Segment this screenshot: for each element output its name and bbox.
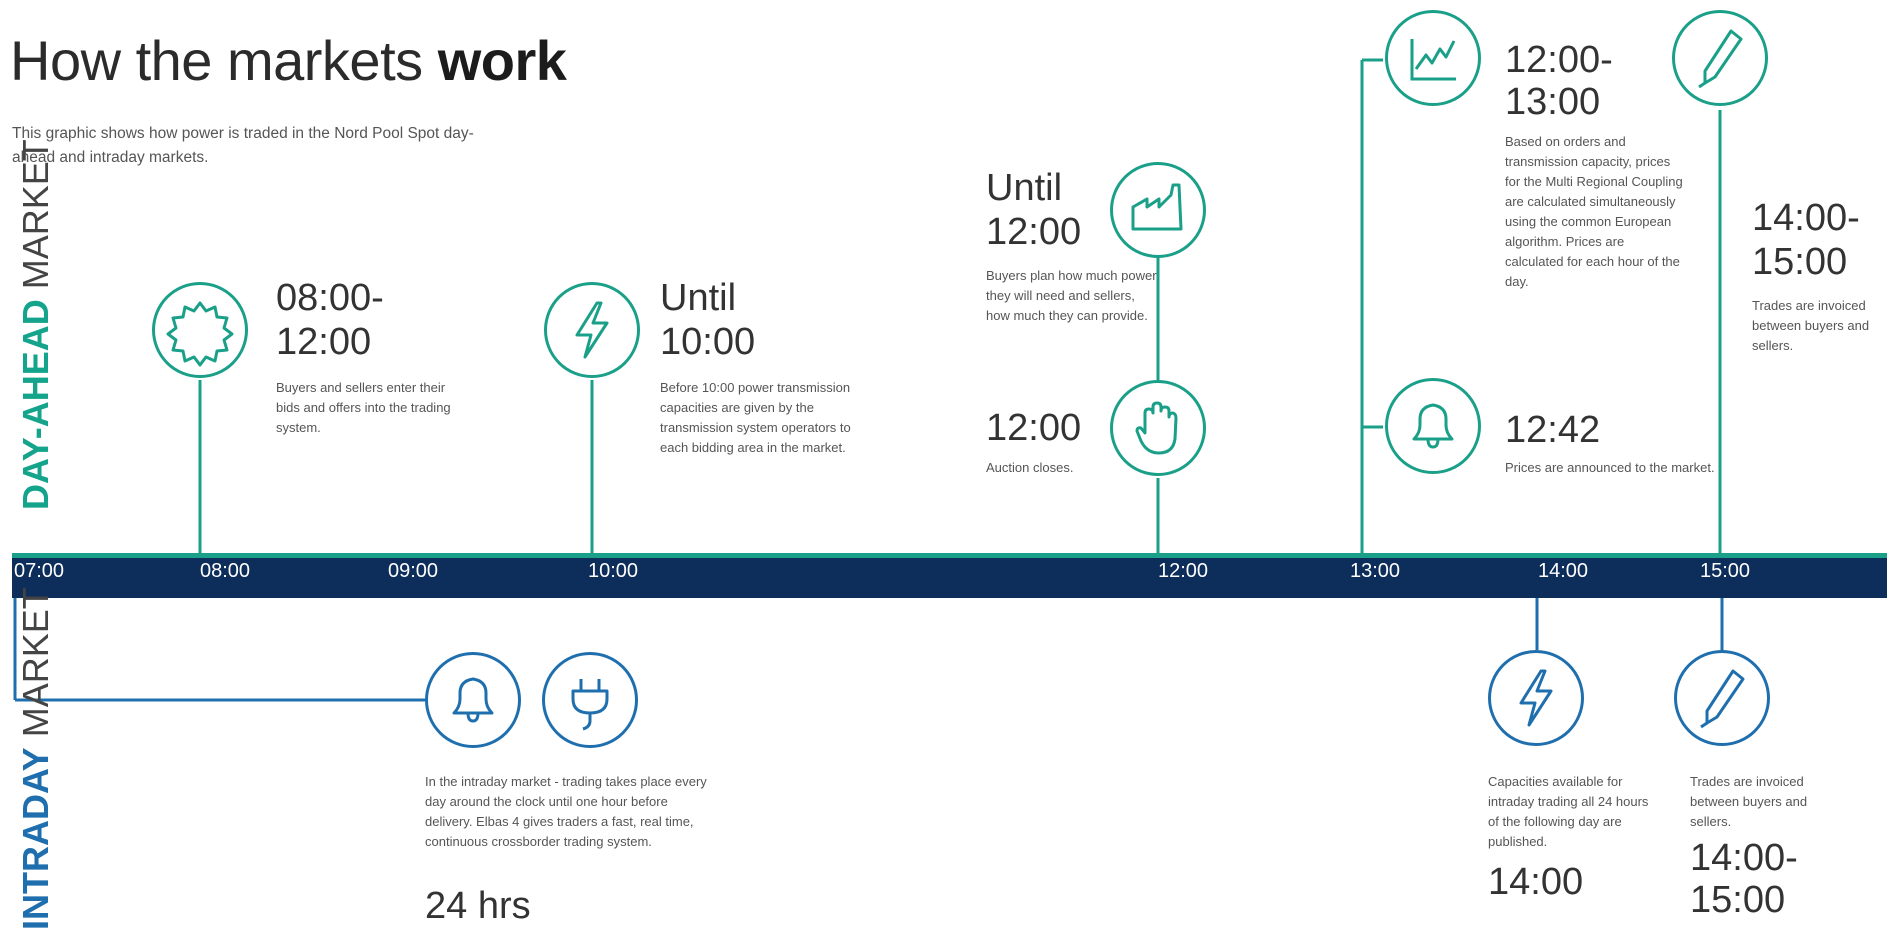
intro-text: This graphic shows how power is traded i… — [12, 125, 474, 166]
plug-icon — [542, 652, 638, 748]
plan-time-end: 12:00 — [986, 211, 1082, 253]
calc-time-start: 12:00- — [1505, 39, 1613, 81]
hand-icon — [1110, 380, 1206, 476]
bids-time-end: 12:00 — [276, 321, 372, 363]
intraday-trading-description: In the intraday market - trading takes p… — [425, 774, 707, 849]
announce-time: 12:42 — [1505, 409, 1601, 451]
intraday-capacity-description: Capacities available for intraday tradin… — [1488, 774, 1649, 849]
time-tick-1500: 15:00 — [1700, 560, 1751, 582]
close-description: Auction closes. — [986, 460, 1074, 475]
time-tick-0700: 07:00 — [14, 560, 65, 582]
capacity-time-start: Until — [660, 277, 737, 319]
invoice-time-end: 15:00 — [1752, 241, 1848, 283]
time-tick-0800: 08:00 — [200, 560, 251, 582]
capacity-time-end: 10:00 — [660, 321, 756, 363]
bids-time-start: 08:00- — [276, 277, 384, 319]
bell-icon — [1385, 378, 1481, 474]
bell-icon — [425, 652, 521, 748]
lightning-icon — [1488, 650, 1584, 746]
intraday-trading-time: 24 hrs — [425, 885, 531, 927]
lightning-icon — [544, 282, 640, 378]
invoice-time-start: 14:00- — [1752, 197, 1860, 239]
intraday-invoice-time-end: 15:00 — [1690, 879, 1786, 921]
close-time: 12:00 — [986, 407, 1082, 449]
bids-description: Buyers and sellers enter their bids and … — [276, 380, 451, 435]
intraday-market-label: INTRADAY MARKET — [15, 587, 56, 930]
calc-time-end: 13:00 — [1505, 81, 1601, 123]
intraday-capacity-time: 14:00 — [1488, 861, 1584, 903]
time-tick-1300: 13:00 — [1350, 560, 1401, 582]
time-tick-1200: 12:00 — [1158, 560, 1209, 582]
invoice-description: Trades are invoiced between buyers and s… — [1752, 298, 1870, 353]
chart-line-icon — [1385, 10, 1481, 106]
time-tick-1400: 14:00 — [1538, 560, 1589, 582]
factory-icon — [1110, 162, 1206, 258]
page-title: How the markets work — [10, 29, 567, 92]
announce-description: Prices are announced to the market. — [1505, 460, 1715, 475]
capacity-description: Before 10:00 power transmission capaciti… — [660, 380, 851, 455]
calc-description: Based on orders and transmission capacit… — [1505, 134, 1683, 289]
time-tick-1000: 10:00 — [588, 560, 639, 582]
pen-icon — [1672, 10, 1768, 106]
plan-time-start: Until — [986, 167, 1063, 209]
intraday-invoice-description: Trades are invoiced between buyers and s… — [1690, 774, 1808, 829]
plan-description: Buyers plan how much power they will nee… — [986, 268, 1157, 323]
pen-icon — [1674, 650, 1770, 746]
time-tick-0900: 09:00 — [388, 560, 439, 582]
gear-icon — [152, 282, 248, 378]
day-ahead-market-label: DAY-AHEAD MARKET — [15, 139, 56, 510]
intraday-invoice-time-start: 14:00- — [1690, 837, 1798, 879]
